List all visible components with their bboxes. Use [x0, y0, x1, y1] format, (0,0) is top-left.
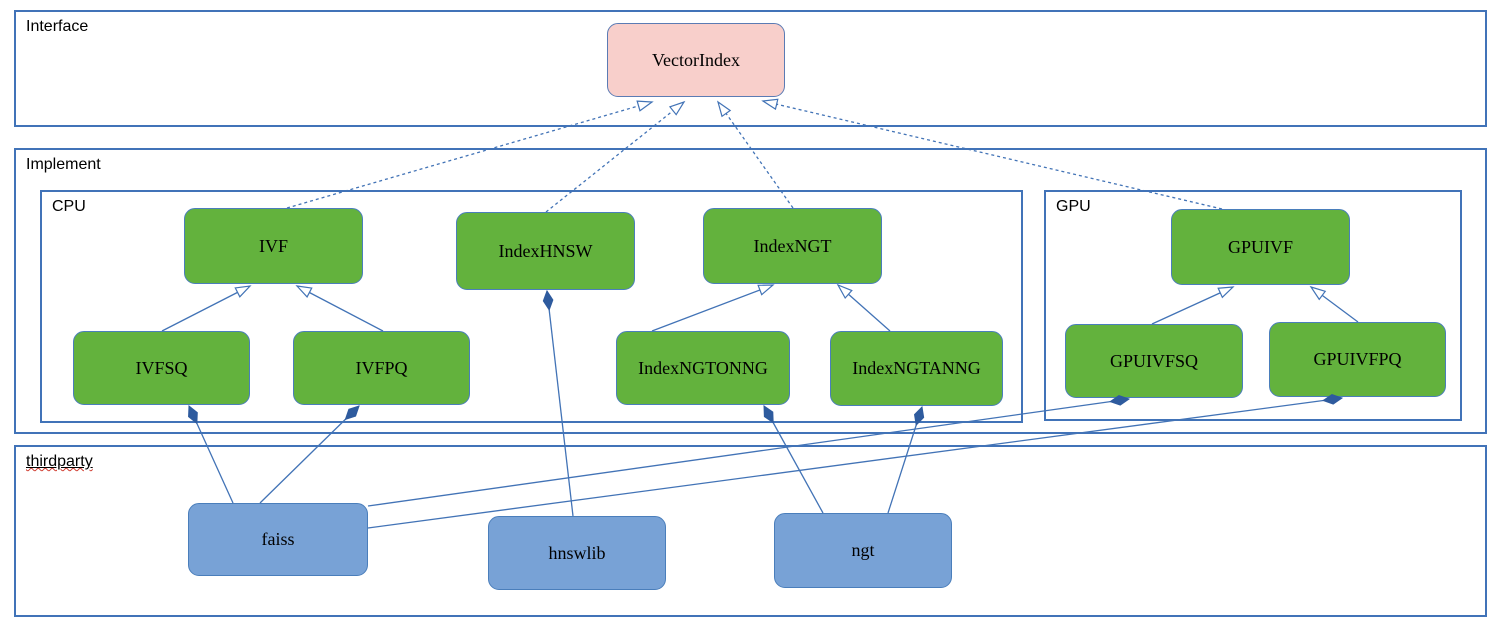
node-indexngtanng-label: IndexNGTANNG [852, 358, 981, 378]
node-gpuivfsq-label: GPUIVFSQ [1109, 350, 1199, 371]
node-ivf-label: IVF [258, 235, 288, 256]
node-hnswlib-label: hnswlib [548, 542, 606, 563]
node-gpuivfpq-label: GPUIVFPQ [1313, 349, 1402, 369]
node-faiss-label: faiss [261, 529, 295, 549]
node-ivfsq-label: IVFSQ [135, 357, 188, 378]
node-gpuivf-label: GPUIVF [1227, 236, 1293, 257]
node-indexngt-label: IndexNGT [753, 235, 832, 256]
node-ivfpq: IVFPQ [293, 331, 470, 405]
node-ngt: ngt [774, 513, 952, 588]
container-label-cpu: CPU [52, 198, 86, 215]
container-label-implement: Implement [26, 156, 101, 173]
container-label-interface: Interface [26, 18, 89, 35]
node-gpuivfsq: GPUIVFSQ [1065, 324, 1243, 398]
node-ivfpq-label: IVFPQ [355, 357, 408, 378]
node-indexhnsw: IndexHNSW [456, 212, 635, 290]
container-label-thirdparty: thirdparty [26, 453, 93, 471]
node-vectorindex: VectorIndex [607, 23, 785, 97]
node-indexngtanng: IndexNGTANNG [830, 331, 1003, 406]
container-label-gpu: GPU [1056, 198, 1091, 215]
node-indexhnsw-label: IndexHNSW [498, 240, 593, 261]
spellcheck-underline: thirdparty [26, 453, 93, 470]
node-ivf: IVF [184, 208, 363, 284]
node-indexngtonng: IndexNGTONNG [616, 331, 790, 405]
node-faiss: faiss [188, 503, 368, 576]
node-vectorindex-label: VectorIndex [652, 49, 740, 70]
node-indexngtonng-label: IndexNGTONNG [638, 357, 768, 378]
node-gpuivf: GPUIVF [1171, 209, 1350, 285]
node-ngt-label: ngt [851, 540, 875, 560]
node-indexngt: IndexNGT [703, 208, 882, 284]
node-ivfsq: IVFSQ [73, 331, 250, 405]
node-hnswlib: hnswlib [488, 516, 666, 590]
node-gpuivfpq: GPUIVFPQ [1269, 322, 1446, 397]
